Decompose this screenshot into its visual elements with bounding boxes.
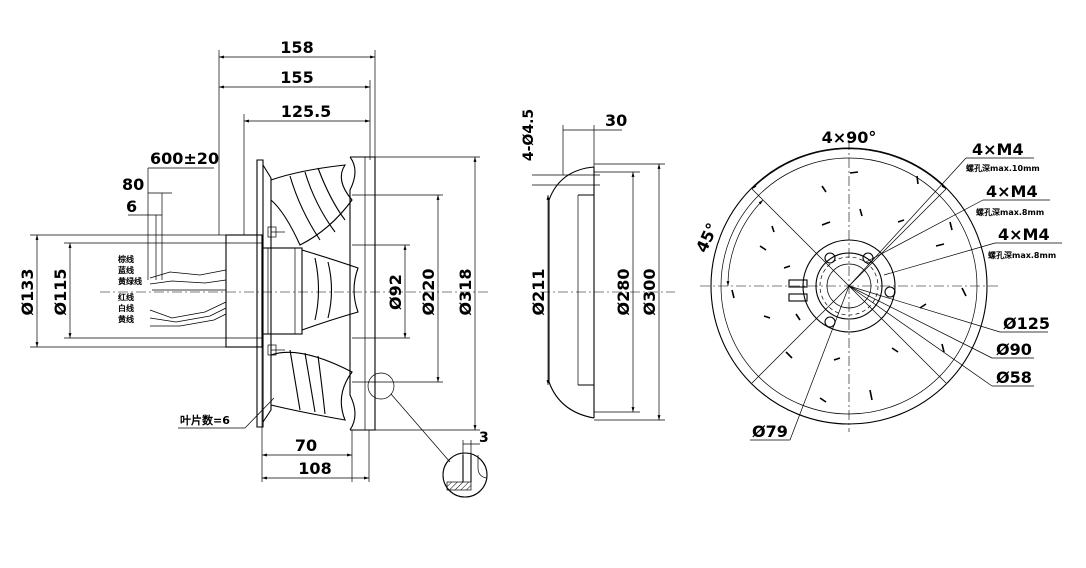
angle-45-label: 45° xyxy=(692,220,722,255)
back-plate xyxy=(256,159,264,428)
detail-marker-circle xyxy=(367,372,395,400)
motor-hub xyxy=(261,247,303,335)
thread-2-label: 4×M4 xyxy=(986,182,1038,201)
dim-cable-label: 600±20 xyxy=(150,149,219,168)
dim-158-label: 158 xyxy=(280,38,313,57)
thread-3-label: 4×M4 xyxy=(998,225,1050,244)
dim-d280-label: Ø280 xyxy=(614,269,633,316)
dim-30-label: 30 xyxy=(605,111,627,130)
dim-125-5-label: 125.5 xyxy=(281,102,332,121)
blade-count-label: 叶片数=6 xyxy=(180,413,230,427)
dim-d125-label: Ø125 xyxy=(1003,314,1050,333)
inlet-ring xyxy=(548,166,595,419)
dim-6-label: 6 xyxy=(126,197,137,216)
angle-arc-45 xyxy=(726,199,764,287)
wire-label-yellowgreen: 黄绿线 xyxy=(118,276,142,286)
angle-90-label: 4×90° xyxy=(822,128,877,147)
dim-d133-label: Ø133 xyxy=(18,269,37,316)
wire-label-yellow: 黄线 xyxy=(118,314,134,324)
thread-2-note: 螺孔深max.8mm xyxy=(976,207,1044,217)
dim-d90-label: Ø90 xyxy=(996,340,1032,359)
dim-108-label: 108 xyxy=(298,459,331,478)
thread-1-label: 4×M4 xyxy=(972,140,1024,159)
thread-3-note: 螺孔深max.8mm xyxy=(988,250,1056,260)
dim-d211-label: Ø211 xyxy=(529,269,548,316)
blade-top xyxy=(270,164,353,246)
dim-d115-label: Ø115 xyxy=(51,269,70,316)
thread-1-note: 螺孔深max.10mm xyxy=(966,163,1040,173)
blade-ticks xyxy=(731,171,967,403)
dim-d300-label: Ø300 xyxy=(640,269,659,316)
ring-view: 30 4-Ø4.5 Ø211 Ø280 Ø300 xyxy=(521,109,675,421)
blade-bottom xyxy=(270,351,353,421)
wire-label-blue: 蓝线 xyxy=(118,265,134,275)
front-view: 45° 4×90° 4×M4 螺孔深max.10mm 4×M4 螺孔深max.8… xyxy=(692,128,1062,441)
detail-3-label: 3 xyxy=(479,430,489,446)
dim-d79-label: Ø79 xyxy=(752,422,788,441)
dim-80-label: 80 xyxy=(122,175,144,194)
dim-d58-label: Ø58 xyxy=(996,368,1032,387)
wire-label-red: 红线 xyxy=(118,292,134,302)
dim-155-label: 155 xyxy=(280,68,313,87)
wire-label-white: 白线 xyxy=(118,303,134,313)
dim-70-label: 70 xyxy=(295,436,317,455)
side-view: 158 155 125.5 600±20 80 6 Ø133 Ø115 棕线 蓝… xyxy=(18,38,490,498)
detail-view-circle xyxy=(442,452,488,498)
hole-spec-label: 4-Ø4.5 xyxy=(521,109,537,161)
wire-label-brown: 棕线 xyxy=(117,254,134,264)
angle-arc-90 xyxy=(751,148,947,190)
